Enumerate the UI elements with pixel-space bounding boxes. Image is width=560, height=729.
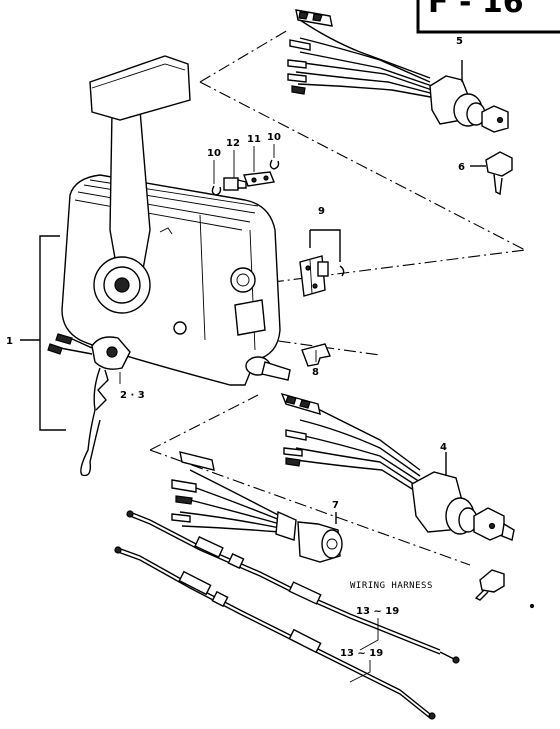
key-6 [470, 151, 513, 196]
plate-11 [243, 171, 275, 187]
main-switch-4 [280, 392, 515, 601]
callout-11: 11 [247, 134, 261, 145]
callout-leaders [119, 144, 379, 683]
bolt-12 [223, 177, 247, 191]
callout-10-left: 10 [207, 148, 221, 159]
callout-5: 5 [456, 36, 463, 47]
callout-10-right: 10 [267, 132, 281, 143]
page-tag-text: F - 16 [428, 0, 524, 20]
neutral-switch-9 [299, 229, 345, 297]
callout-2-3: 2 · 3 [120, 390, 145, 401]
callout-7: 7 [332, 500, 339, 511]
clip-10-left [211, 185, 222, 196]
wiring-harness-caption: WIRING HARNESS [350, 581, 433, 591]
control-cable-lower [114, 546, 436, 720]
main-switch-5 [287, 9, 509, 133]
callout-12: 12 [226, 138, 240, 149]
callout-1-bracket [20, 235, 66, 431]
wiring-harness-7 [171, 451, 343, 563]
callout-9: 9 [318, 206, 325, 217]
callout-8: 8 [312, 367, 319, 378]
stop-switch-lanyard [47, 333, 131, 477]
clip-10-right [269, 159, 280, 170]
speck [529, 603, 535, 609]
callout-13-19-lower: 13 ~ 19 [340, 648, 383, 659]
remote-control-box [61, 55, 291, 386]
callout-13-19-upper: 13 ~ 19 [356, 606, 399, 617]
callout-1: 1 [6, 336, 13, 347]
callout-4: 4 [440, 442, 447, 453]
leader-lines [149, 29, 526, 566]
callout-6: 6 [458, 162, 465, 173]
page-tag: F - 16 [416, 0, 560, 34]
control-cable-upper [126, 510, 460, 664]
